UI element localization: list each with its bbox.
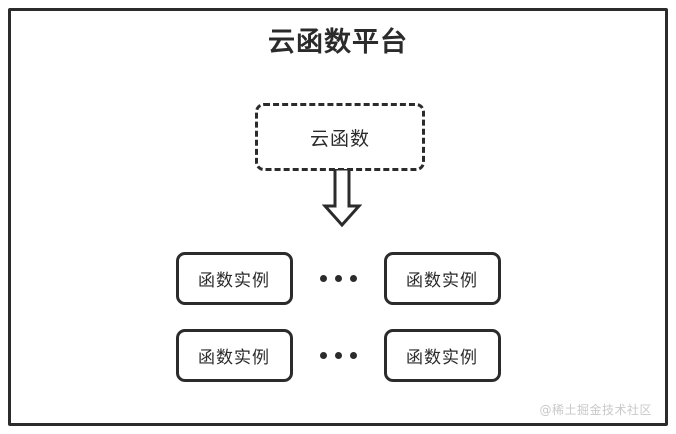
ellipsis-dot <box>334 275 342 282</box>
function-instance-node: 函数实例 <box>175 252 293 305</box>
function-instance-node: 函数实例 <box>383 329 501 382</box>
ellipsis-dot <box>349 275 357 282</box>
page-title: 云函数平台 <box>268 27 408 58</box>
function-instance-node: 函数实例 <box>383 252 501 305</box>
ellipsis-indicator <box>293 275 384 282</box>
ellipsis-indicator <box>293 352 384 359</box>
down-arrow-icon <box>321 167 363 228</box>
ellipsis-dot <box>319 275 327 282</box>
function-instance-label: 函数实例 <box>406 271 478 291</box>
cloud-function-label: 云函数 <box>309 127 370 150</box>
ellipsis-dot <box>349 352 357 359</box>
function-instance-label: 函数实例 <box>198 348 270 368</box>
instance-row: 函数实例 函数实例 <box>0 329 676 382</box>
cloud-function-node: 云函数 <box>255 103 425 171</box>
ellipsis-dot <box>334 352 342 359</box>
watermark-text: @稀土掘金技术社区 <box>539 403 652 417</box>
function-instance-label: 函数实例 <box>198 271 270 291</box>
function-instance-node: 函数实例 <box>175 329 293 382</box>
ellipsis-dot <box>319 352 327 359</box>
function-instance-label: 函数实例 <box>406 348 478 368</box>
instance-row: 函数实例 函数实例 <box>0 252 676 305</box>
